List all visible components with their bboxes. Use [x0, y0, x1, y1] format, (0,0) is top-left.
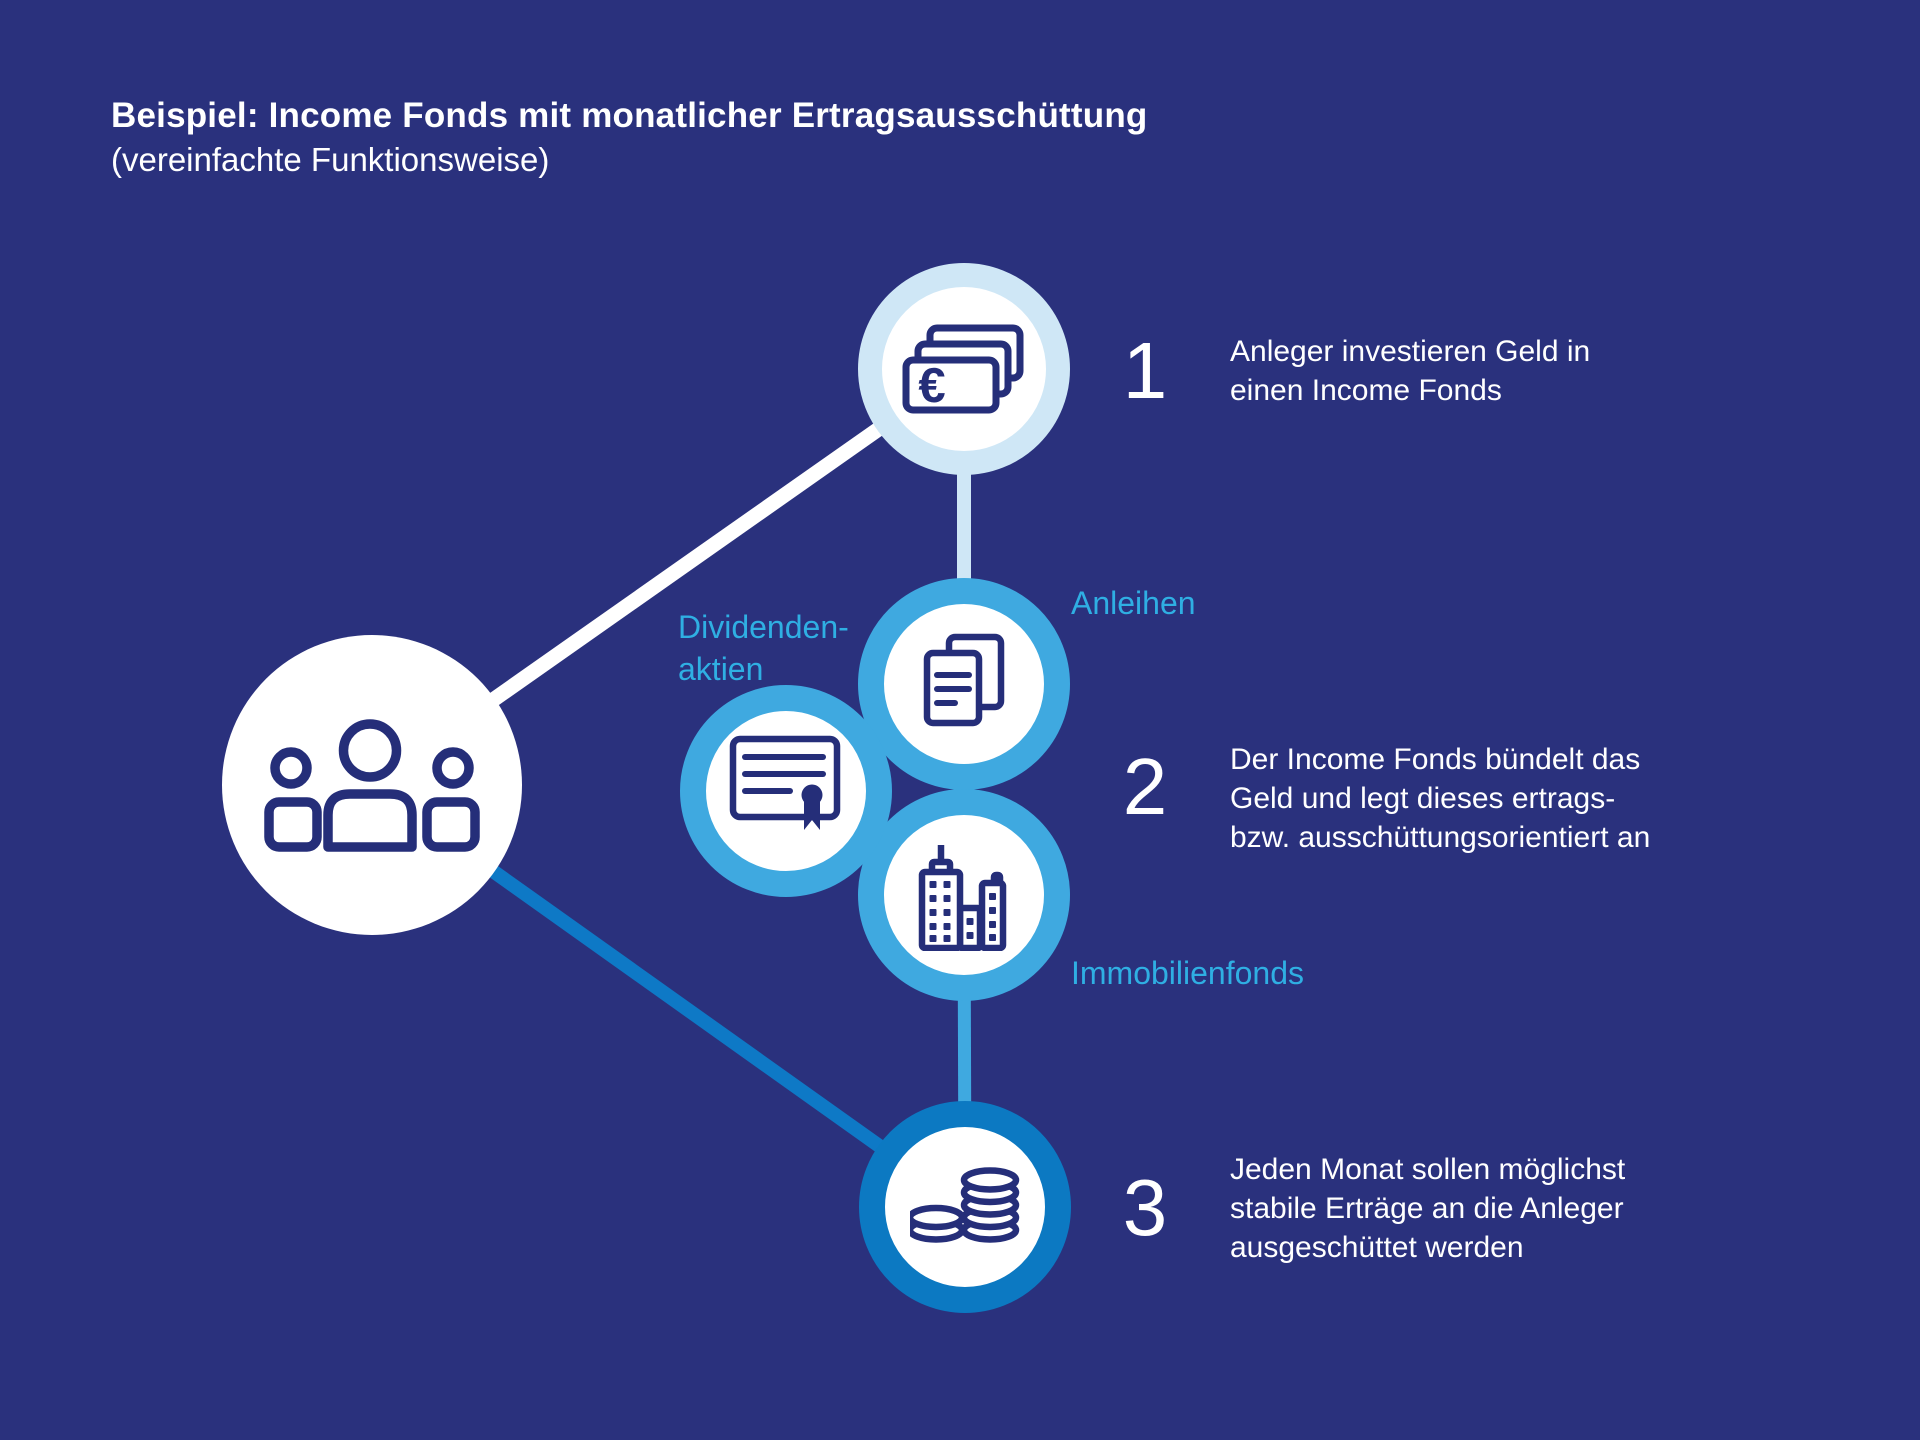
step-3-line-1: Jeden Monat sollen möglichst [1230, 1153, 1626, 1186]
step-2-line-2: Geld und legt dieses ertrags- [1230, 782, 1616, 815]
payout-circle [859, 1101, 1071, 1313]
label-dividenden-line-1: Dividenden- [678, 609, 849, 645]
step-3-line-2: stabile Erträge an die Anleger [1230, 1192, 1624, 1225]
page-title: Beispiel: Income Fonds mit monatlicher E… [111, 94, 1148, 182]
title-subtitle: (vereinfachte Funktionsweise) [111, 141, 550, 178]
buildings-icon [918, 845, 1007, 951]
documents-icon [923, 633, 1005, 727]
coin-stacks-icon [910, 1167, 1020, 1243]
step-3-text: Jeden Monat sollen möglichst stabile Ert… [1230, 1150, 1625, 1267]
step-2-line-3: bzw. ausschüttungsorientiert an [1230, 821, 1651, 854]
title-bold-line: Beispiel: Income Fonds mit monatlicher E… [111, 96, 1148, 135]
step-1-line-1: Anleger investieren Geld in [1230, 335, 1591, 368]
step-3-line-3: ausgeschüttet werden [1230, 1231, 1524, 1264]
step-1-line-2: einen Income Fonds [1230, 374, 1502, 407]
people-group-icon [264, 719, 480, 852]
step-1-number: 1 [1122, 326, 1168, 415]
certificate-icon [729, 735, 841, 830]
step-2-line-1: Der Income Fonds bündelt das [1230, 743, 1641, 776]
dividenden-circle [680, 685, 892, 897]
step-3-number: 3 [1122, 1163, 1168, 1252]
label-immobilienfonds: Immobilienfonds [1071, 955, 1304, 991]
immobilien-circle [858, 789, 1070, 1001]
euro-symbol: € [918, 359, 945, 413]
investors-circle [222, 635, 522, 935]
label-anleihen: Anleihen [1071, 585, 1196, 621]
label-dividenden-line-2: aktien [678, 651, 764, 687]
step-2-number: 2 [1122, 742, 1168, 831]
euro-banknotes-icon: € [902, 324, 1024, 414]
fund-circle: € [858, 263, 1070, 475]
label-dividendenaktien: Dividenden- aktien [678, 606, 849, 690]
step-2-text: Der Income Fonds bündelt das Geld und le… [1230, 740, 1650, 857]
step-1-text: Anleger investieren Geld in einen Income… [1230, 332, 1590, 410]
anleihen-circle [858, 578, 1070, 790]
